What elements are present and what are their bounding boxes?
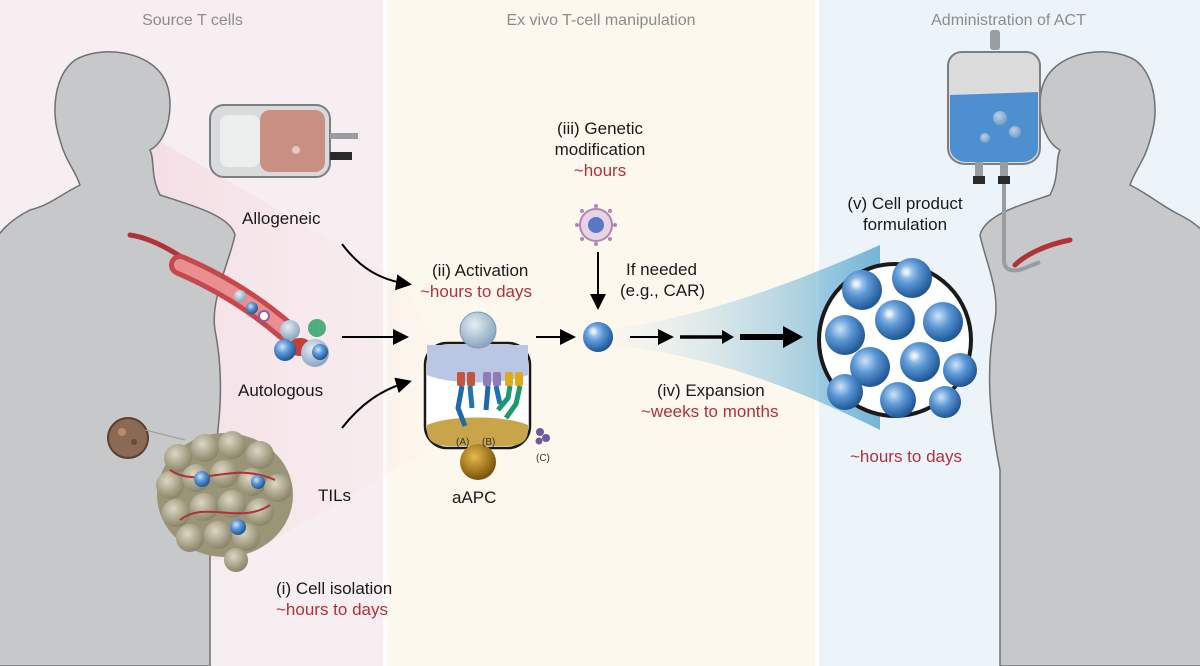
panel-title-exvivo: Ex vivo T-cell manipulation xyxy=(506,12,696,29)
if-needed-line-2: (e.g., CAR) xyxy=(620,281,706,300)
label-tils: TILs xyxy=(318,486,352,505)
blood-cells-cluster xyxy=(274,319,329,367)
patient-silhouette-right xyxy=(979,51,1200,666)
arrow-tils xyxy=(341,377,412,429)
step-expansion-time: ~weeks to months xyxy=(641,402,779,421)
label-aapc: aAPC xyxy=(452,488,497,507)
vein-right xyxy=(1012,237,1073,268)
t-cell-icon xyxy=(583,322,613,352)
blood-vessel-icon xyxy=(169,254,296,341)
tumor-tissue-icon xyxy=(156,431,293,572)
label-allogeneic: Allogeneic xyxy=(242,209,321,228)
virus-icon xyxy=(575,204,617,246)
step-activation-time: ~hours to days xyxy=(420,282,532,301)
panel-title-admin: Administration of ACT xyxy=(931,12,1086,29)
step-formulation-label-1: (v) Cell product xyxy=(847,194,963,213)
step-formulation-time: ~hours to days xyxy=(850,447,962,466)
cell-product-icon xyxy=(817,258,977,418)
step-activation-label: (ii) Activation xyxy=(432,261,529,280)
step-genetic-label-1: (iii) Genetic xyxy=(557,119,643,138)
step-genetic-label-2: modification xyxy=(554,140,646,159)
label-aapc-c: (C) xyxy=(536,453,550,464)
step-formulation-label-2: formulation xyxy=(862,215,948,234)
step-isolation-time: ~hours to days xyxy=(276,600,388,619)
panel-title-source: Source T cells xyxy=(142,12,243,29)
blood-bag-icon xyxy=(209,104,358,178)
if-needed-line-1: If needed xyxy=(626,260,697,279)
arrow-allogeneic xyxy=(341,243,412,291)
iv-bag-icon xyxy=(947,30,1041,273)
step-isolation-label: (i) Cell isolation xyxy=(276,579,393,598)
step-expansion-label: (iv) Expansion xyxy=(657,381,765,400)
cytokine-icon xyxy=(535,428,550,445)
tumor-icon xyxy=(107,417,186,459)
label-aapc-a: (A) xyxy=(456,437,470,448)
aapc-icon xyxy=(423,311,532,480)
label-autologous: Autologous xyxy=(238,381,324,400)
label-aapc-b: (B) xyxy=(482,437,496,448)
step-genetic-time: ~hours xyxy=(573,161,627,180)
